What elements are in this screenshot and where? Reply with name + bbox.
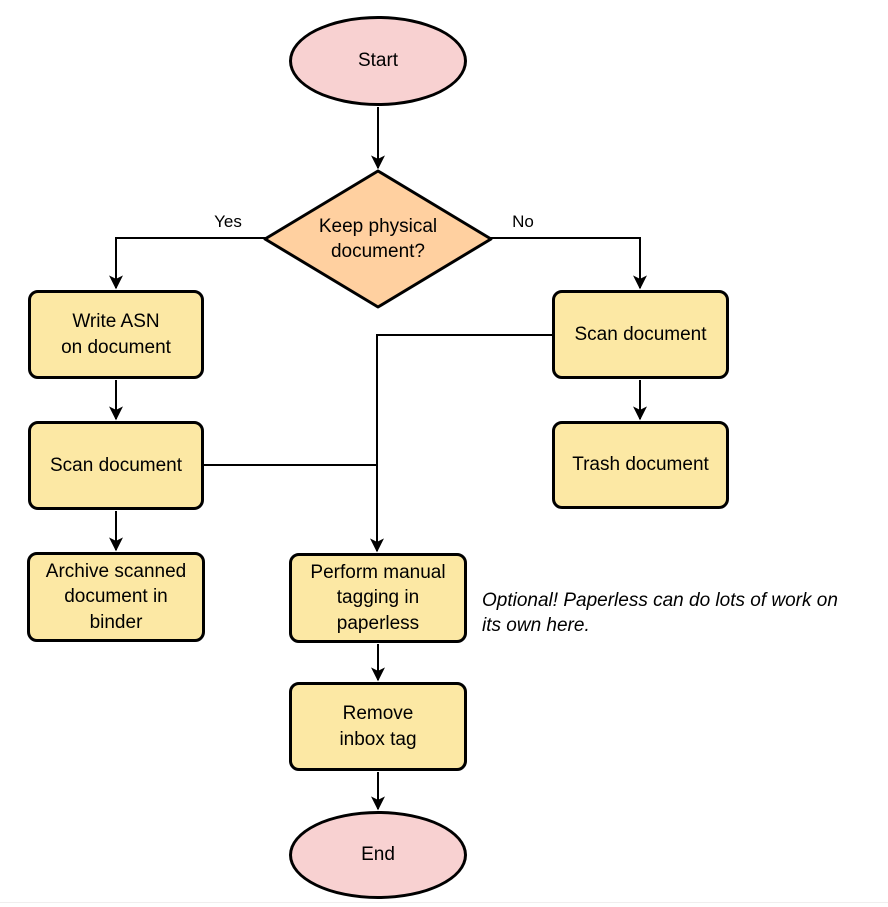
node-end: End: [289, 811, 467, 899]
edge-decision-no: [490, 237, 647, 290]
edge-scanright-to-tagging: [370, 334, 552, 553]
edge-label-no: No: [512, 212, 534, 231]
node-remove-inbox-tag: Remove inbox tag: [289, 682, 467, 771]
decision-diamond-shape: [263, 169, 493, 309]
node-trash-document: Trash document: [552, 421, 729, 509]
node-archive-binder: Archive scanned document in binder: [27, 552, 205, 642]
node-start: Start: [289, 16, 467, 106]
page-bottom-divider: [0, 902, 888, 903]
edge-decision-yes: [109, 237, 266, 290]
node-decision-label: Keep physical document?: [318, 215, 438, 262]
node-manual-tagging: Perform manual tagging in paperless: [289, 553, 467, 643]
node-scan-document-left: Scan document: [28, 421, 204, 510]
annotation-optional-note: Optional! Paperless can do lots of work …: [482, 590, 838, 637]
edge-label-yes: Yes: [214, 212, 242, 231]
node-scan-document-right: Scan document: [552, 290, 729, 379]
node-write-asn: Write ASN on document: [28, 290, 204, 379]
